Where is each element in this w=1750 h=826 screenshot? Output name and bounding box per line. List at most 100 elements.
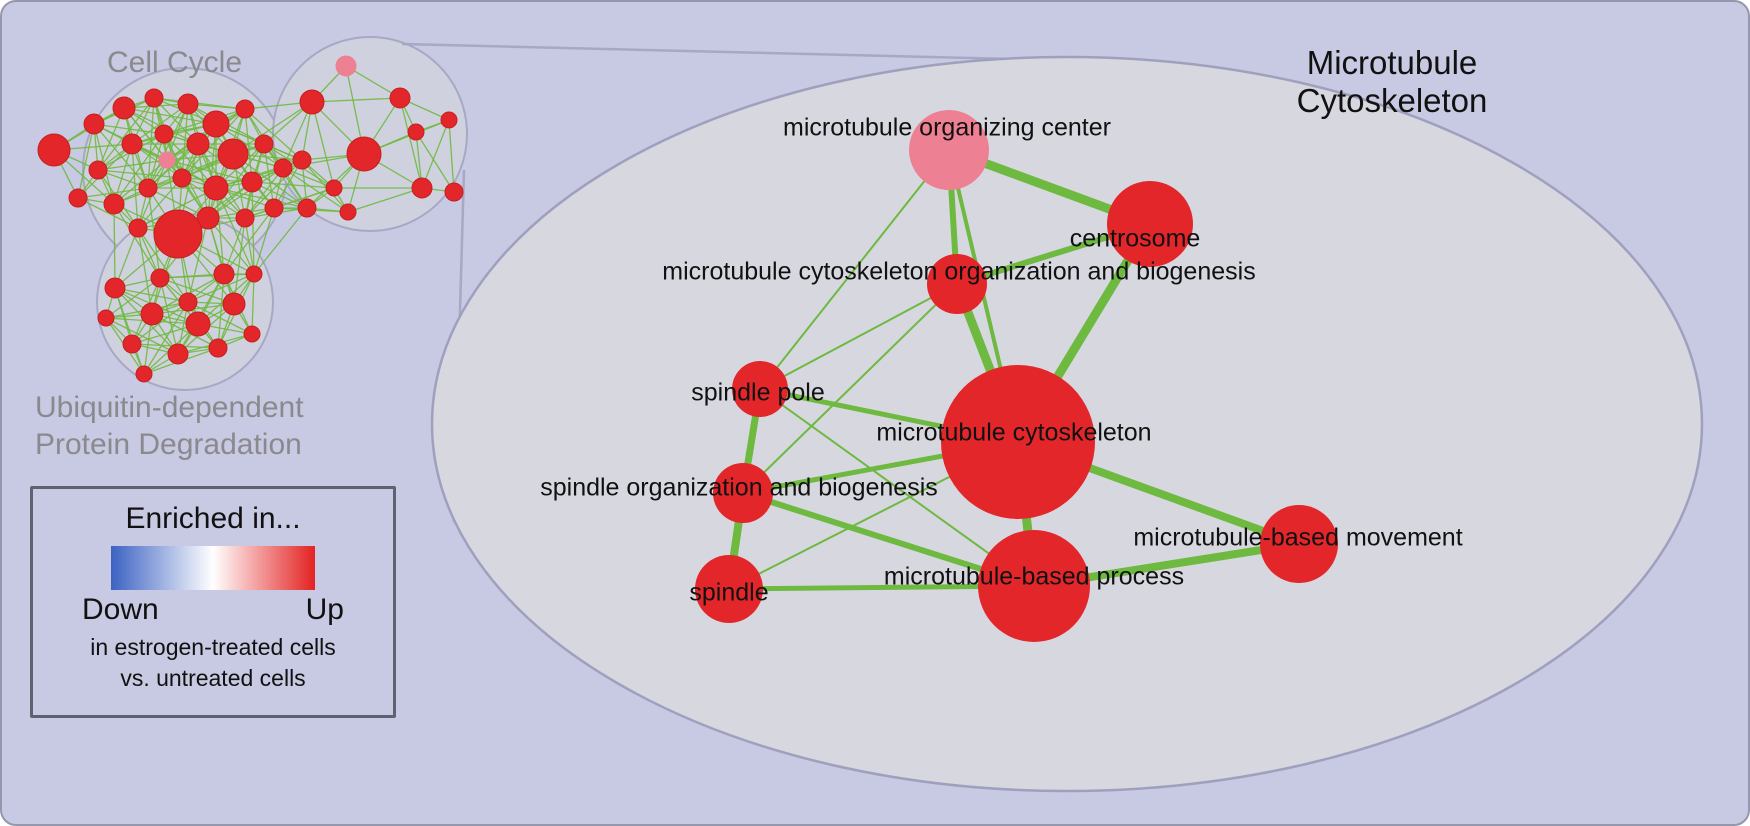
legend-caption-line1: in estrogen-treated cells — [90, 634, 336, 660]
network-node-label-cen: centrosome — [1070, 225, 1201, 253]
overview-edge — [97, 169, 183, 179]
overview-edge — [251, 181, 255, 275]
overview-node — [97, 309, 115, 327]
overview-edge — [105, 277, 161, 319]
network-node-spi — [695, 555, 763, 623]
overview-node — [254, 134, 274, 154]
overview-edge — [159, 277, 219, 349]
overview-edge — [207, 167, 284, 219]
cluster-label-ubiquitin: Ubiquitin-dependent Protein Degradation — [35, 390, 304, 463]
overview-node — [37, 133, 71, 167]
overview-node — [389, 87, 411, 109]
cluster-label-ubiquitin-line2: Protein Degradation — [35, 427, 302, 461]
legend-up-label: Up — [305, 593, 344, 626]
overview-edge — [77, 197, 139, 229]
network-node-sob — [713, 463, 773, 523]
overview-edge — [244, 167, 284, 219]
overview-edge — [113, 159, 168, 205]
network-node-label-spi: spindle — [689, 579, 768, 607]
overview-node — [299, 89, 325, 115]
overview-edge — [448, 119, 455, 193]
overview-node — [241, 171, 263, 193]
overview-node — [235, 99, 255, 119]
legend-down-label: Down — [82, 593, 159, 626]
network-node-label-sob: spindle organization and biogenesis — [540, 474, 938, 502]
overview-node — [407, 123, 425, 141]
overview-edge — [113, 203, 161, 279]
cluster-label-cell-cycle: Cell Cycle — [107, 46, 243, 79]
overview-node — [122, 334, 142, 354]
overview-edge — [217, 273, 225, 349]
network-node-label-mc: microtubule cytoskeleton — [876, 419, 1151, 447]
overview-node — [178, 292, 198, 312]
main-cluster-title-line1: Microtubule — [1306, 44, 1478, 81]
overview-node — [243, 325, 261, 343]
overview-edge — [159, 273, 255, 279]
overview-edge — [137, 227, 189, 303]
overview-node — [213, 263, 235, 285]
overview-node — [335, 55, 357, 77]
overview-node — [150, 268, 170, 288]
overview-edge — [311, 97, 401, 103]
main-cluster-title: Microtubule Cytoskeleton — [1227, 44, 1557, 120]
overview-edge — [147, 97, 155, 189]
overview-node — [112, 96, 136, 120]
overview-node — [245, 265, 263, 283]
overview-edge — [137, 187, 217, 229]
network-node-mc — [941, 365, 1095, 519]
overview-edge — [137, 227, 153, 315]
overview-edge — [77, 123, 95, 199]
overview-edge — [143, 301, 189, 375]
overview-edge — [77, 187, 149, 199]
network-node-label-mbm: microtubule-based movement — [1133, 524, 1462, 552]
network-node-sp — [732, 361, 788, 417]
overview-edge — [123, 107, 217, 125]
overview-node — [128, 218, 148, 238]
overview-edge — [93, 123, 149, 189]
overview-node — [88, 160, 108, 180]
network-node-label-mbp: microtubule-based process — [884, 563, 1184, 591]
overview-node — [235, 208, 255, 228]
overview-edge — [187, 273, 255, 303]
network-edge-mcob-sob — [742, 283, 958, 494]
overview-node — [217, 138, 249, 170]
overview-node — [185, 311, 211, 337]
overview-node — [154, 124, 174, 144]
legend-box: Enriched in... Down Up in estrogen-treat… — [30, 486, 396, 718]
overview-edge — [114, 287, 145, 375]
overview-node — [222, 292, 246, 316]
overview-node — [203, 175, 229, 201]
overview-edge — [147, 103, 189, 189]
network-edge-mcob-sp — [759, 283, 958, 390]
overview-edge — [421, 119, 450, 189]
overview-edge — [263, 143, 275, 209]
overview-node — [68, 188, 88, 208]
overview-edge — [166, 159, 253, 183]
network-edge-moc-sp — [759, 149, 950, 390]
overview-edge — [253, 207, 308, 275]
overview-edge — [251, 273, 255, 335]
cluster-label-ubiquitin-line1: Ubiquitin-dependent — [35, 391, 304, 424]
legend-caption-line2: vs. untreated cells — [120, 665, 306, 692]
overview-edge — [207, 217, 255, 275]
overview-node — [208, 338, 228, 358]
overview-node — [144, 88, 164, 108]
overview-node — [83, 113, 105, 135]
overview-node — [444, 182, 464, 202]
overview-node — [346, 136, 382, 172]
overview-edge — [215, 187, 308, 209]
overview-edge — [301, 159, 349, 213]
overview-edge — [311, 101, 335, 189]
overview-edge — [105, 317, 179, 355]
overview-node — [135, 365, 153, 383]
overview-node — [196, 206, 220, 230]
overview-node — [273, 158, 293, 178]
overview-edge — [244, 159, 303, 219]
overview-node — [186, 132, 210, 156]
overview-node — [297, 198, 317, 218]
overview-node — [158, 151, 176, 169]
overview-edge — [113, 133, 165, 205]
overview-node — [177, 93, 199, 115]
